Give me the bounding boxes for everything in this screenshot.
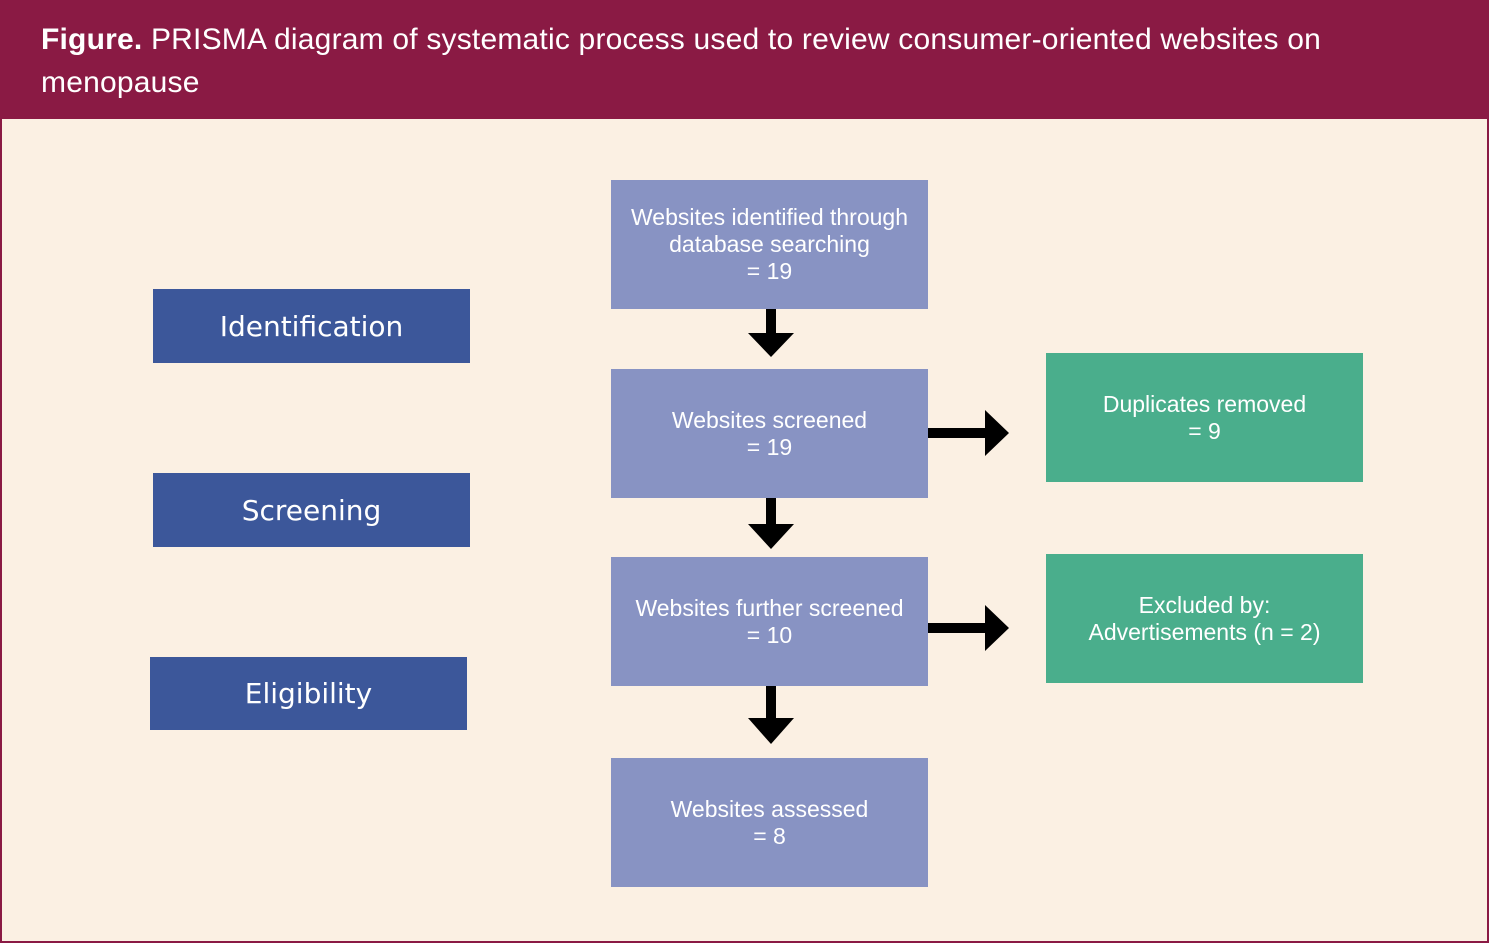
stage-identification: Identification — [153, 289, 470, 363]
arrow-down-further-to-assessed — [748, 686, 794, 744]
box-further-count: = 10 — [746, 621, 793, 648]
stage-screening: Screening — [153, 473, 470, 547]
box-excluded-line2: Advertisements (n = 2) — [1088, 618, 1321, 645]
box-excluded: Excluded by: Advertisements (n = 2) — [1046, 554, 1363, 683]
arrow-right-to-duplicates — [928, 410, 1009, 456]
box-identified-line2: database searching — [669, 231, 870, 257]
box-duplicates-count: = 9 — [1188, 417, 1221, 444]
box-duplicates-removed: Duplicates removed = 9 — [1046, 353, 1363, 482]
box-assessed-count: = 8 — [753, 822, 786, 849]
box-websites-screened: Websites screened = 19 — [611, 369, 928, 498]
box-assessed-line1: Websites assessed — [670, 795, 869, 822]
box-websites-further-screened: Websites further screened = 10 — [611, 557, 928, 686]
box-identified-line1: Websites identified through — [630, 204, 909, 230]
arrow-right-to-excluded — [928, 605, 1009, 651]
box-excluded-line1: Excluded by: — [1138, 591, 1271, 618]
box-duplicates-line1: Duplicates removed — [1102, 390, 1307, 417]
box-websites-assessed: Websites assessed = 8 — [611, 758, 928, 887]
figure-caption: Figure. PRISMA diagram of systematic pro… — [2, 2, 1489, 119]
box-identified-count: = 19 — [746, 258, 793, 284]
stage-eligibility: Eligibility — [150, 657, 467, 730]
box-screened-line1: Websites screened — [671, 406, 868, 433]
box-further-line1: Websites further screened — [635, 594, 904, 621]
caption-label: Figure. — [41, 23, 143, 56]
box-screened-count: = 19 — [746, 433, 793, 460]
arrow-down-identified-to-screened — [748, 309, 794, 357]
box-websites-identified: Websites identified through database sea… — [611, 180, 928, 309]
caption-title: PRISMA diagram of systematic process use… — [41, 23, 1321, 99]
arrow-down-screened-to-further — [748, 498, 794, 549]
